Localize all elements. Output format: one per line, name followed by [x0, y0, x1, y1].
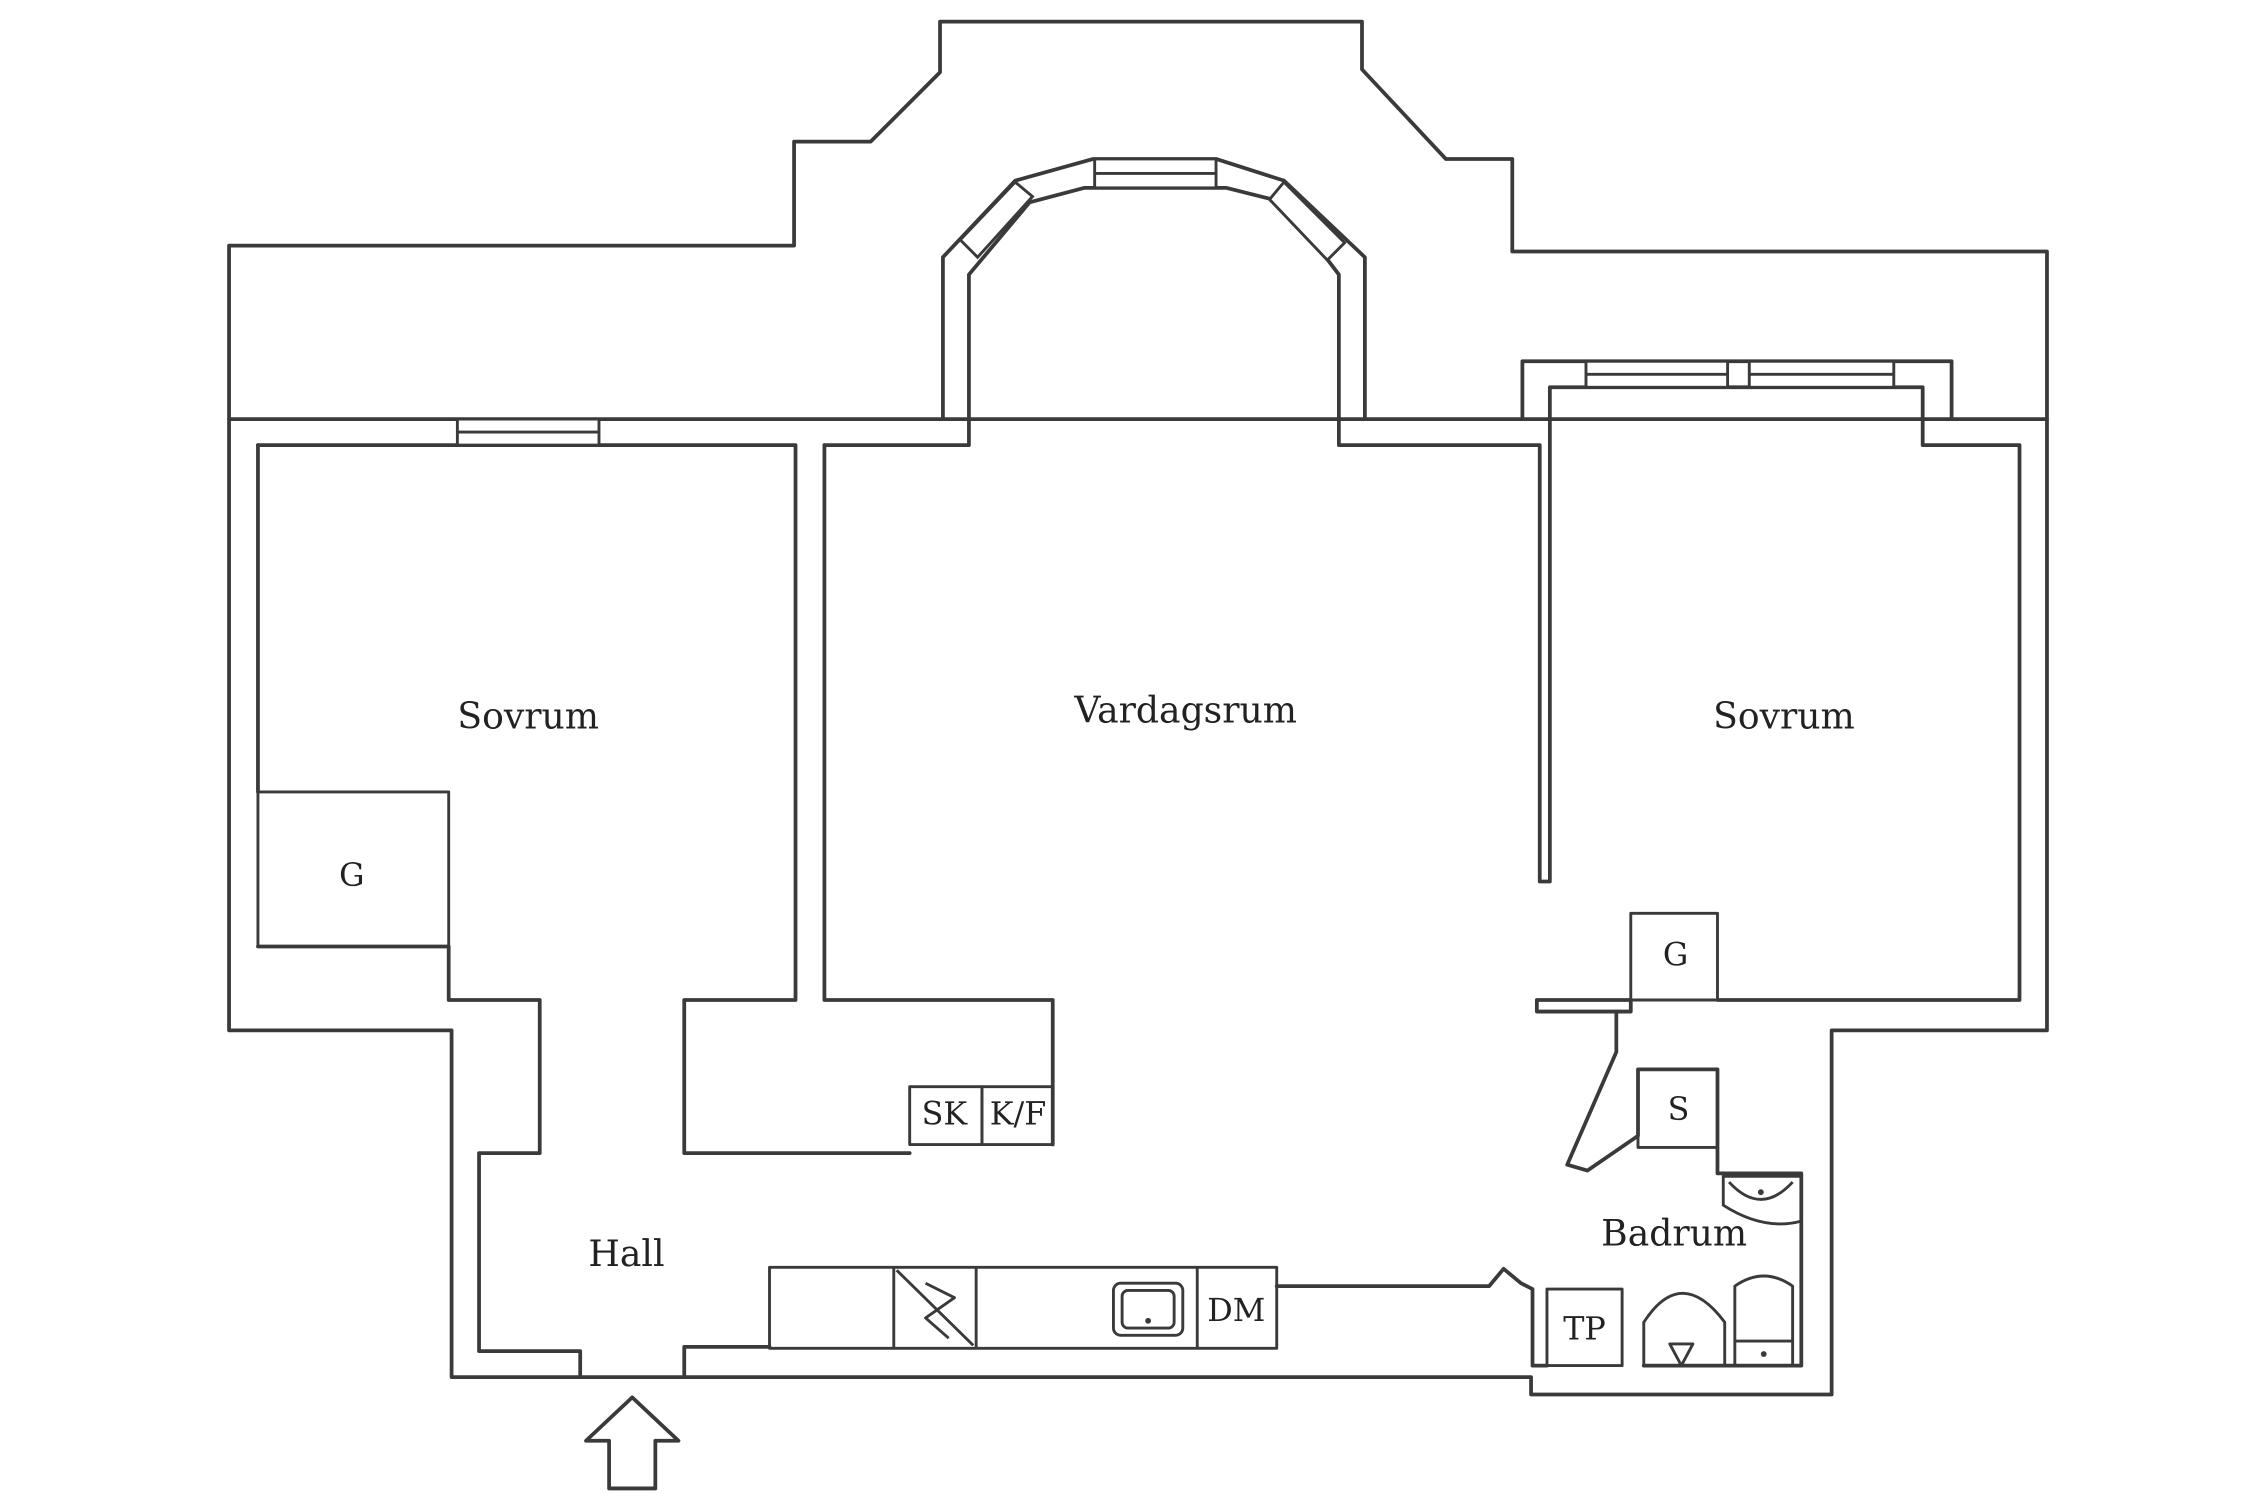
closet-left: [256, 790, 451, 948]
closet-right: [1629, 911, 1719, 1002]
living-room-top-wall: [822, 185, 2022, 1002]
room-label-living-room: Vardagsrum: [1073, 689, 1297, 732]
kitchen-sink-icon: [1111, 1281, 1185, 1337]
bedroom-left-wall: [256, 443, 912, 1156]
window-top-right: [1267, 179, 1347, 263]
room-label-bathroom: Badrum: [1601, 1212, 1747, 1255]
cabinet-sk-label: SK: [922, 1095, 969, 1132]
fridge-freezer-label: K/F: [990, 1095, 1047, 1132]
washer-box: [1545, 1287, 1624, 1368]
closet-right-label: G: [1663, 936, 1688, 973]
living-room-wall: [822, 443, 1055, 1147]
washbasin-icon: [1721, 1174, 1803, 1226]
stove-icon: [895, 1269, 975, 1347]
shower-box: [1636, 1067, 1719, 1149]
window-top-left: [958, 180, 1035, 260]
shower-label: S: [1668, 1091, 1690, 1128]
bathroom-north-wall: [1534, 998, 1633, 1014]
washer-label: TP: [1563, 1311, 1606, 1348]
kitchen-corridor-wall: [1274, 1266, 1549, 1368]
closet-left-label: G: [339, 857, 364, 894]
hall-west-wall: [256, 944, 583, 1380]
fridge-freezer-box: [980, 1085, 1055, 1146]
toilet-icon: [1642, 1291, 1727, 1368]
room-label-bedroom-left: Sovrum: [457, 694, 599, 737]
kitchen-counter: [768, 1265, 1279, 1350]
bath-cabinet-icon: [1733, 1274, 1795, 1368]
dishwasher-label: DM: [1207, 1292, 1265, 1329]
outer-wall: [227, 19, 2049, 1397]
entrance-arrow-icon: [584, 1395, 681, 1491]
room-label-hall: Hall: [588, 1232, 664, 1275]
kitchen-south-wall: [682, 1344, 772, 1380]
room-label-bedroom-right: Sovrum: [1713, 694, 1855, 737]
